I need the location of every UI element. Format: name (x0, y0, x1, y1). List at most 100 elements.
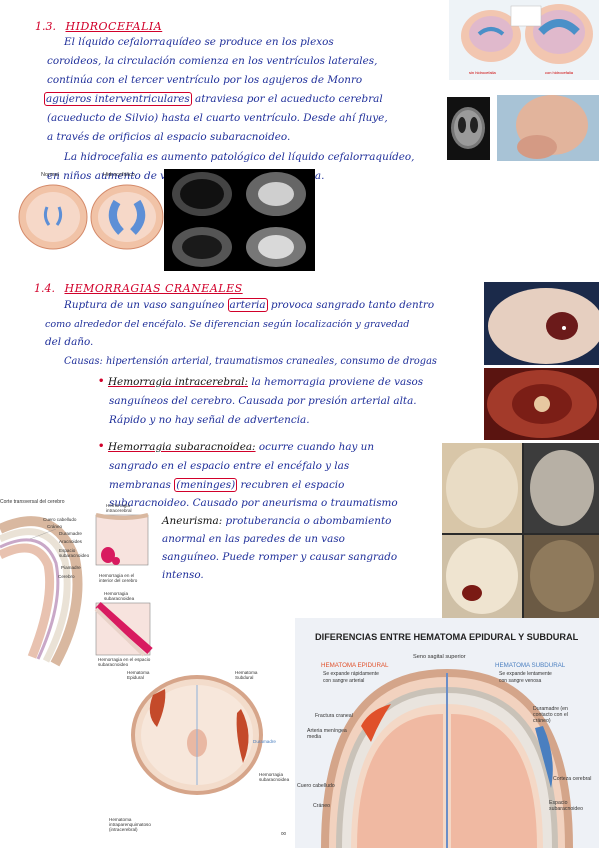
aneurysm-line-4: intenso. (162, 569, 204, 581)
brain-photo-1-drawing (488, 288, 599, 364)
label-skull: Cráneo (47, 524, 63, 529)
ct-scan-image (447, 97, 490, 160)
epidural-desc-1: Se expande rápidamente (323, 671, 379, 677)
subdural-desc-1: Se expande lentamente (499, 671, 552, 677)
page-number: 00 (281, 831, 287, 836)
mri-drawing (172, 172, 306, 267)
section-number: 1.3. (35, 20, 56, 33)
intracerebral-line-2: sanguíneos del cerebro. Causada por pres… (109, 395, 417, 407)
text: protuberancia o abombamiento (225, 515, 392, 527)
head-cross-section-diagram: Corte transversal del cerebro Cuero cabe… (0, 499, 160, 671)
epi-sub-drawing (321, 668, 573, 848)
section-title: HIDROCEFALIA (65, 20, 163, 33)
mri-grid-image (164, 169, 315, 271)
highlight: agujeros interventriculares (44, 92, 192, 106)
bullet-subarachnoid: • (98, 441, 105, 452)
inset2-drawing (94, 602, 153, 657)
brain-section-photo-1 (484, 282, 599, 365)
label-arachnoid: Aracnoides (59, 539, 82, 544)
brain-photo-2-drawing (487, 370, 597, 438)
aneurysm-line-2: anormal en las paredes de un vaso (162, 533, 345, 545)
brain-photos-grid (442, 443, 599, 618)
aneurysm-line-1: Aneurisma: protuberancia o abombamiento (162, 512, 391, 531)
sinus-label: Seno sagital superior (413, 654, 466, 660)
hem-intro-line-2: como alrededor del encéfalo. Se diferenc… (45, 319, 410, 330)
coronal-drawing (18, 184, 164, 250)
label-pia: Piamadre (61, 565, 81, 570)
heads-drawing (461, 4, 593, 64)
section-title: HEMORRAGIAS CRANEALES (64, 282, 243, 295)
label-dura: Duramadre (59, 531, 82, 536)
subdural-desc-2: con sangre venosa (499, 678, 542, 684)
inset2-title: Hemorragia subaracnoidea (104, 591, 135, 601)
brain-grid-drawing (442, 443, 599, 618)
text: recubren el espacio (240, 479, 345, 491)
epidural-subdural-figure: DIFERENCIAS ENTRE HEMATOMA EPIDURAL Y SU… (295, 618, 599, 848)
hydro-line-6: a través de orificios al espacio subarac… (47, 131, 291, 143)
hydro-line-3: continúa con el tercer ventrículo por lo… (47, 74, 363, 86)
axial-drawing (131, 675, 263, 795)
text: atraviesa por el acueducto cerebral (195, 93, 383, 105)
inset1-title: Hemorragia intracerebral (106, 503, 132, 513)
section-number: 1.4. (34, 282, 55, 295)
inset2-caption: Hemorragia en el espacio subaracnoideo (98, 657, 151, 667)
text: Ruptura de un vaso sanguíneo (64, 299, 225, 311)
ct-drawing (451, 107, 485, 149)
label-dura-contact: Duramadre (en contacto con el cráneo) (533, 706, 568, 724)
subarachnoid-line-1: Hemorragia subaracnoidea: ocurre cuando … (108, 438, 374, 457)
label-scalp-2: Cuero cabelludo (297, 783, 335, 789)
section-1-3-heading: 1.3. HIDROCEFALIA (35, 20, 162, 33)
hydro-line-2: coroideos, la circulación comienza en lo… (47, 55, 378, 67)
highlight: (meninges) (174, 478, 238, 492)
text: ocurre cuando hay un (258, 441, 375, 453)
highlight: arteria (227, 298, 268, 312)
label-subarachnoid-space: Espacio subaracnoideo (59, 548, 90, 558)
intracerebral-line-3: Rápido y no hay señal de advertencia. (109, 414, 310, 426)
baby-drawing (497, 95, 599, 161)
label-subarachnoid-hemorrhage: Hemorragia subaracnoidea (259, 772, 290, 782)
label-cortex: Corteza cerebral (553, 776, 592, 782)
aneurysm-line-3: sanguíneo. Puede romper y causar sangrad… (162, 551, 398, 563)
figure-title: DIFERENCIAS ENTRE HEMATOMA EPIDURAL Y SU… (315, 632, 579, 642)
label-subdural: Hematoma Subdural (235, 670, 258, 680)
subarachnoid-line-2: sangrado en el espacio entre el encéfalo… (109, 460, 350, 472)
inset1-drawing (95, 513, 149, 566)
subarachnoid-line-4: subaracnoideo. Causado por aneurisma o t… (109, 497, 398, 509)
label-subarachnoid-space-2: Espacio subaracnoideo (549, 800, 584, 812)
label-brain: Cerebro (58, 574, 75, 579)
head-drawing (0, 516, 83, 667)
term: Hemorragia intracerebral: (108, 376, 248, 388)
coronal-diagrams: Normal Hidrocefálico (15, 172, 165, 250)
intracerebral-line-1: Hemorragia intracerebral: la hemorragia … (108, 373, 423, 392)
hydro-line-1: El líquido cefalorraquídeo se produce en… (64, 36, 334, 48)
term: Aneurisma: (162, 515, 223, 527)
label-hydrocephalic: Hidrocefálico (103, 172, 135, 178)
bullet-intracerebral: • (98, 376, 105, 387)
inset-subarachnoid: Hemorragia subaracnoidea Hemorragia en e… (94, 591, 160, 671)
caption-with: con hidrocefalia (545, 70, 574, 75)
label-meningeal-artery: Arteria meníngea media (307, 728, 347, 740)
diagram-title: Corte transversal del cerebro (0, 499, 65, 505)
epidural-heading: HEMATOMA EPIDURAL (321, 662, 389, 669)
hem-intro-line-4: Causas: hipertensión arterial, traumatis… (64, 356, 437, 367)
term: Hemorragia subaracnoidea: (108, 441, 256, 453)
label-dura-mater: Duramadre (253, 739, 276, 744)
label-scalp: Cuero cabelludo (43, 517, 77, 522)
label-normal: Normal (41, 172, 59, 178)
hem-intro-line-1: Ruptura de un vaso sanguíneo arteria pro… (64, 296, 434, 315)
section-1-4-heading: 1.4. HEMORRAGIAS CRANEALES (34, 282, 243, 295)
hydro-line-5: (acueducto de Silvio) hasta el cuarto ve… (47, 112, 388, 124)
subdural-heading: HEMATOMA SUBDURAL (495, 662, 566, 669)
baby-photo (497, 95, 599, 161)
text: provoca sangrado tanto dentro (270, 299, 435, 311)
brain-section-photo-2 (484, 368, 599, 440)
hydrocephalus-illustration: sin hidrocefalia con hidrocefalia (449, 0, 599, 80)
caption-without: sin hidrocefalia (469, 70, 496, 75)
axial-hematoma-diagram: Hematoma Epidural Hematoma Subdural Dura… (105, 665, 291, 848)
subarachnoid-line-3: membranas (meninges) recubren el espacio (109, 476, 344, 495)
text: membranas (109, 479, 171, 491)
label-skull-fracture: Fractura craneal (315, 713, 353, 719)
epidural-desc-2: con sangre arterial (323, 678, 365, 684)
label-epidural: Hematoma Epidural (127, 670, 150, 680)
text: la hemorragia proviene de vasos (251, 376, 424, 388)
